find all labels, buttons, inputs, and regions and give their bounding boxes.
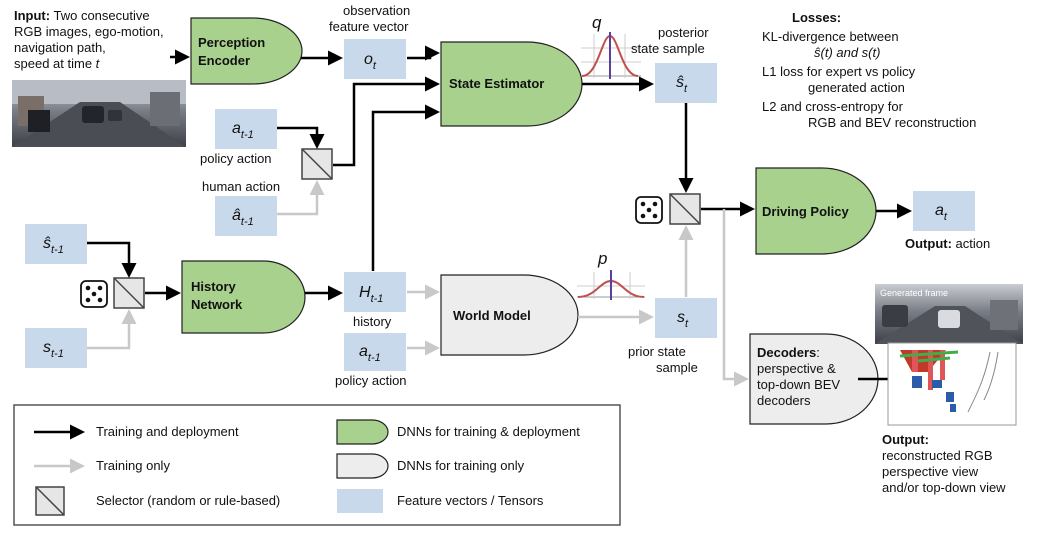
input-camera-image xyxy=(12,80,186,147)
svg-text:Network: Network xyxy=(191,297,243,312)
svg-text:Ht-1: Ht-1 xyxy=(359,284,383,305)
posterior-label: state sample xyxy=(631,41,705,56)
tensor-s-t: st xyxy=(655,298,717,338)
svg-text:L1 loss for expert vs policy: L1 loss for expert vs policy xyxy=(762,64,916,79)
svg-text:perspective &: perspective & xyxy=(757,361,836,376)
svg-text:Losses:: Losses: xyxy=(792,10,841,25)
svg-text:Encoder: Encoder xyxy=(198,53,250,68)
svg-text:ât-1: ât-1 xyxy=(232,207,254,228)
svg-text:top-down BEV: top-down BEV xyxy=(757,377,840,392)
p-label: p xyxy=(597,249,607,268)
svg-text:at: at xyxy=(935,202,948,223)
dice-icon xyxy=(80,280,108,308)
decoders-node: Decoders: perspective & top-down BEV dec… xyxy=(749,333,879,425)
svg-text:decoders: decoders xyxy=(757,393,811,408)
svg-text:navigation path,: navigation path, xyxy=(14,40,106,55)
svg-text:at-1: at-1 xyxy=(232,120,254,141)
svg-text:at-1: at-1 xyxy=(359,343,381,364)
legend-green-dnn-icon xyxy=(336,419,389,445)
tensor-a-t: at xyxy=(913,191,975,231)
svg-text:KL-divergence between: KL-divergence between xyxy=(762,29,899,44)
svg-text:ŝt-1: ŝt-1 xyxy=(43,235,64,256)
posterior-distribution-plot: q xyxy=(581,13,641,79)
legend-selector-icon xyxy=(35,486,65,516)
perception-encoder-node: Perception Encoder xyxy=(190,17,303,85)
svg-text:Selector (random or rule-based: Selector (random or rule-based) xyxy=(96,493,280,508)
tensor-a-prev-bottom: at-1 xyxy=(344,333,406,371)
legend: Training and deployment Training only Se… xyxy=(13,404,621,526)
selector-action xyxy=(301,148,333,180)
svg-text:Output:: Output: xyxy=(882,432,929,447)
world-model-node: World Model xyxy=(440,274,579,356)
tensor-a-prev-top: at-1 xyxy=(215,109,277,149)
dice-icon xyxy=(635,196,663,224)
legend-gray-dnn-icon xyxy=(336,453,389,479)
bev-topdown-image xyxy=(887,342,1017,426)
svg-text:Driving Policy: Driving Policy xyxy=(762,204,849,219)
losses-text: Losses: KL-divergence between ŝ(t) and s… xyxy=(762,10,976,130)
prior-label: sample xyxy=(656,360,698,375)
svg-text:Training and deployment: Training and deployment xyxy=(96,424,239,439)
svg-text:DNNs for training only: DNNs for training only xyxy=(397,458,525,473)
svg-text:ŝ(t) and s(t): ŝ(t) and s(t) xyxy=(814,45,880,60)
svg-text:RGB images, ego-motion,: RGB images, ego-motion, xyxy=(14,24,164,39)
input-description: Input: Two consecutive RGB images, ego-m… xyxy=(14,8,164,71)
driving-policy-node: Driving Policy xyxy=(755,167,877,255)
tensor-H-prev: Ht-1 xyxy=(344,272,406,312)
svg-text:perspective view: perspective view xyxy=(882,464,979,479)
history-label: history xyxy=(353,314,392,329)
svg-text:History: History xyxy=(191,279,237,294)
output-action-label: Output: action xyxy=(905,236,990,251)
tensor-a-hat-prev: ât-1 xyxy=(215,196,277,236)
tensor-s-hat-prev: ŝt-1 xyxy=(25,224,87,264)
observation-label: observation xyxy=(343,3,410,18)
prior-distribution-plot: p xyxy=(577,249,645,300)
history-network-node: History Network xyxy=(181,260,306,334)
svg-text:World Model: World Model xyxy=(453,308,531,323)
prior-label: prior state xyxy=(628,344,686,359)
generated-frame-image: Generated frame xyxy=(875,284,1023,344)
svg-text:RGB and BEV reconstruction: RGB and BEV reconstruction xyxy=(808,115,976,130)
tensor-s-hat-t: ŝt xyxy=(655,63,717,103)
tensor-s-prev: st-1 xyxy=(25,328,87,368)
svg-text:ŝt: ŝt xyxy=(676,74,688,95)
svg-text:L2 and cross-entropy for: L2 and cross-entropy for xyxy=(762,99,904,114)
state-estimator-node: State Estimator xyxy=(440,41,583,127)
svg-text:Training only: Training only xyxy=(96,458,170,473)
tensor-o-t: ot xyxy=(344,39,406,79)
svg-text:ot: ot xyxy=(364,51,377,72)
svg-text:generated action: generated action xyxy=(808,80,905,95)
output-reconstruction-label: Output: reconstructed RGB perspective vi… xyxy=(882,432,1006,495)
policy-action-label: policy action xyxy=(200,151,272,166)
selector-state-t xyxy=(669,193,701,225)
human-action-label: human action xyxy=(202,179,280,194)
selector-state-prev xyxy=(113,277,145,309)
svg-text:Decoders:: Decoders: xyxy=(757,345,820,360)
arrows-gray xyxy=(87,180,749,387)
posterior-label: posterior xyxy=(658,25,709,40)
svg-text:reconstructed RGB: reconstructed RGB xyxy=(882,448,993,463)
observation-label: feature vector xyxy=(329,19,409,34)
svg-text:speed at time t: speed at time t xyxy=(14,56,101,71)
svg-text:Generated frame: Generated frame xyxy=(880,288,948,298)
svg-text:and/or top-down view: and/or top-down view xyxy=(882,480,1006,495)
svg-text:Feature vectors / Tensors: Feature vectors / Tensors xyxy=(397,493,544,508)
q-label: q xyxy=(592,13,602,32)
svg-text:Input: Two consecutive: Input: Two consecutive xyxy=(14,8,150,23)
arrows-black xyxy=(87,45,912,387)
policy-action-label: policy action xyxy=(335,373,407,388)
svg-text:st: st xyxy=(677,309,689,330)
svg-text:Perception: Perception xyxy=(198,35,265,50)
svg-text:DNNs for training & deployment: DNNs for training & deployment xyxy=(397,424,580,439)
svg-text:st-1: st-1 xyxy=(43,339,64,360)
svg-text:State Estimator: State Estimator xyxy=(449,76,544,91)
legend-tensor-icon xyxy=(337,489,383,513)
